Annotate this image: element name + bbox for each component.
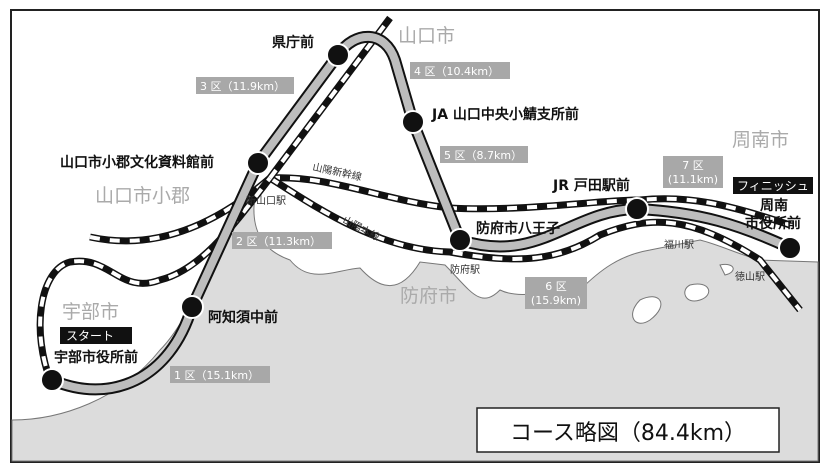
checkpoint-dot-start[interactable] <box>40 368 64 392</box>
checkpoint-label: 山口市小郡文化資料館前 <box>60 154 214 171</box>
checkpoint-dot-ogori[interactable] <box>246 151 270 175</box>
checkpoint-dot-ajisu[interactable] <box>180 295 204 319</box>
start-label: スタート <box>66 329 114 343</box>
checkpoint-label: 宇部市役所前 <box>54 349 138 366</box>
svg-text:(15.9km): (15.9km) <box>531 294 581 307</box>
checkpoint-dot-hachiouji[interactable] <box>448 228 472 252</box>
svg-text:6 区: 6 区 <box>545 280 567 293</box>
svg-text:4 区（10.4km）: 4 区（10.4km） <box>414 65 499 78</box>
svg-text:1 区（15.1km）: 1 区（15.1km） <box>174 369 259 382</box>
checkpoint-label: 県庁前 <box>272 34 314 51</box>
city-label: 周南市 <box>732 129 789 151</box>
station-label: 防府駅 <box>450 263 480 276</box>
checkpoint-dot-kenchou[interactable] <box>326 43 350 67</box>
city-label: 山口市小郡 <box>95 185 190 207</box>
checkpoint-label: 防府市八王子 <box>476 220 560 237</box>
station-label: 福川駅 <box>664 238 694 251</box>
checkpoint-label: 阿知須中前 <box>208 309 278 326</box>
checkpoint-label: 市役所前 <box>745 215 801 232</box>
map-title: コース略図（84.4km） <box>510 421 746 446</box>
city-label: 防府市 <box>400 285 457 307</box>
svg-text:(11.1km): (11.1km) <box>668 173 718 186</box>
section-labels: 1 区（15.1km） 2 区（11.3km） 3 区（11.9km） 4 区（… <box>170 62 723 383</box>
svg-text:7 区: 7 区 <box>682 159 704 172</box>
svg-text:5 区（8.7km）: 5 区（8.7km） <box>444 149 522 162</box>
checkpoint-dot-heta[interactable] <box>625 197 649 221</box>
checkpoint-label: JR 戸田駅前 <box>552 177 630 194</box>
checkpoints <box>40 43 802 392</box>
checkpoint-dot-ja[interactable] <box>401 110 425 134</box>
svg-text:3 区（11.9km）: 3 区（11.9km） <box>200 80 285 93</box>
start-badge <box>60 327 132 344</box>
marathon-route <box>49 30 793 396</box>
finish-label: フィニッシュ <box>737 179 809 193</box>
finish-badge <box>733 177 813 194</box>
city-label: 山口市 <box>398 25 455 47</box>
inland-water <box>632 263 734 324</box>
station-label: 徳山駅 <box>735 270 765 283</box>
checkpoint-dot-finish[interactable] <box>778 236 802 260</box>
station-label: 新山口駅 <box>246 194 286 207</box>
checkpoint-label: JA 山口中央小鯖支所前 <box>431 106 579 123</box>
city-label: 宇部市 <box>62 301 119 323</box>
svg-text:2 区（11.3km）: 2 区（11.3km） <box>236 235 321 248</box>
title-box <box>476 407 780 453</box>
checkpoint-label: 周南 <box>760 197 788 214</box>
